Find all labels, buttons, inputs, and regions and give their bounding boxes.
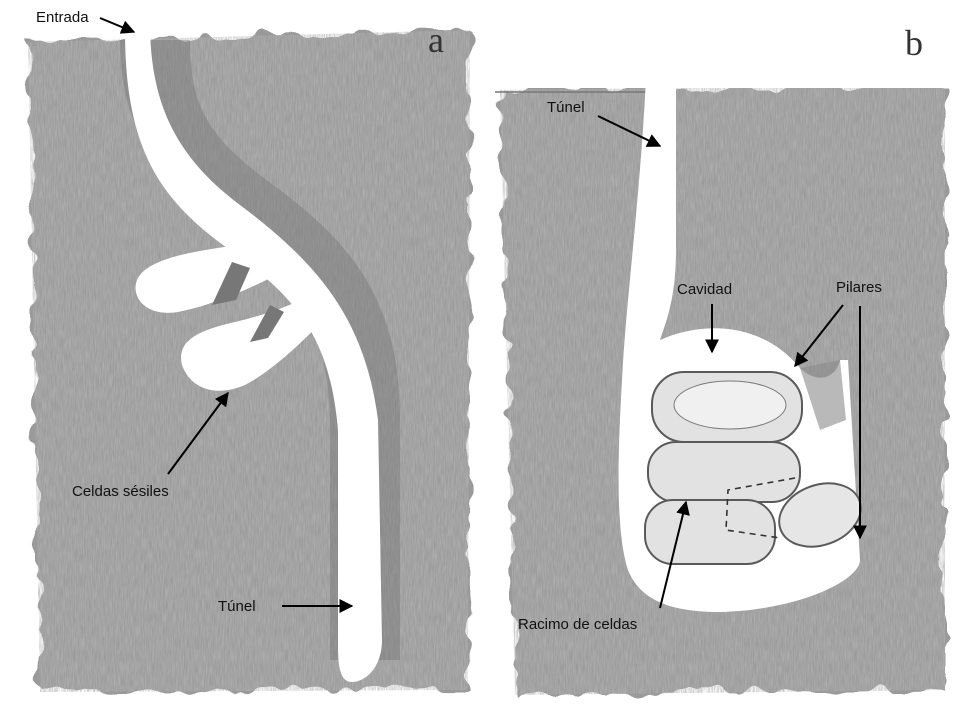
- label-cavidad: Cavidad: [677, 281, 732, 298]
- panel-a: a Entrada Celdas sésiles Túnel: [28, 9, 470, 692]
- panel-b-sky: [490, 60, 950, 88]
- label-tunel-a: Túnel: [218, 598, 256, 615]
- panel-b-letter: b: [905, 23, 923, 63]
- panel-a-letter: a: [428, 20, 444, 60]
- panel-b: b Túnel Cavidad Pilares Racimo de celdas: [490, 23, 950, 695]
- label-celdas-sesiles: Celdas sésiles: [72, 483, 169, 500]
- cluster-cell-3: [645, 500, 775, 564]
- label-pilares: Pilares: [836, 279, 882, 296]
- cluster-cell-1-inner: [674, 381, 786, 429]
- cluster-cell-2: [648, 442, 800, 502]
- label-entrada: Entrada: [36, 9, 89, 26]
- arrow-entrada: [100, 18, 134, 32]
- label-tunel-b: Túnel: [547, 99, 585, 116]
- label-racimo: Racimo de celdas: [518, 616, 637, 633]
